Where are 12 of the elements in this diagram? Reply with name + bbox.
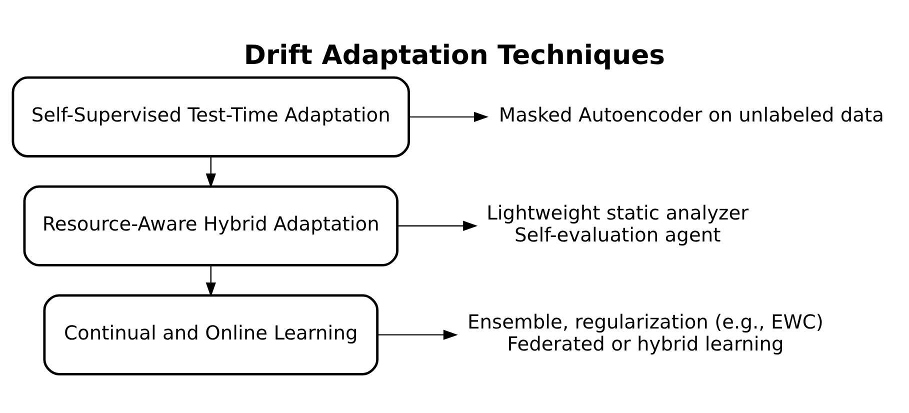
- node-box: Resource-Aware Hybrid Adaptation: [23, 185, 399, 266]
- arrow: [408, 112, 489, 122]
- arrow: [398, 220, 478, 231]
- arrow: [206, 266, 216, 298]
- arrow: [378, 330, 458, 340]
- diagram-title: Drift Adaptation Techniques: [244, 40, 665, 71]
- node-box: Self-Supervised Test-Time Adaptation: [12, 76, 410, 158]
- node-text: Ensemble, regularization (e.g., EWC) Federated or hybrid learning: [468, 310, 824, 356]
- node-text: Lightweight static analyzer Self-evaluation agent: [486, 202, 749, 246]
- node-box: Continual and Online Learning: [43, 294, 379, 376]
- node-text: Masked Autoencoder on unlabeled data: [498, 104, 884, 127]
- arrow: [206, 156, 216, 188]
